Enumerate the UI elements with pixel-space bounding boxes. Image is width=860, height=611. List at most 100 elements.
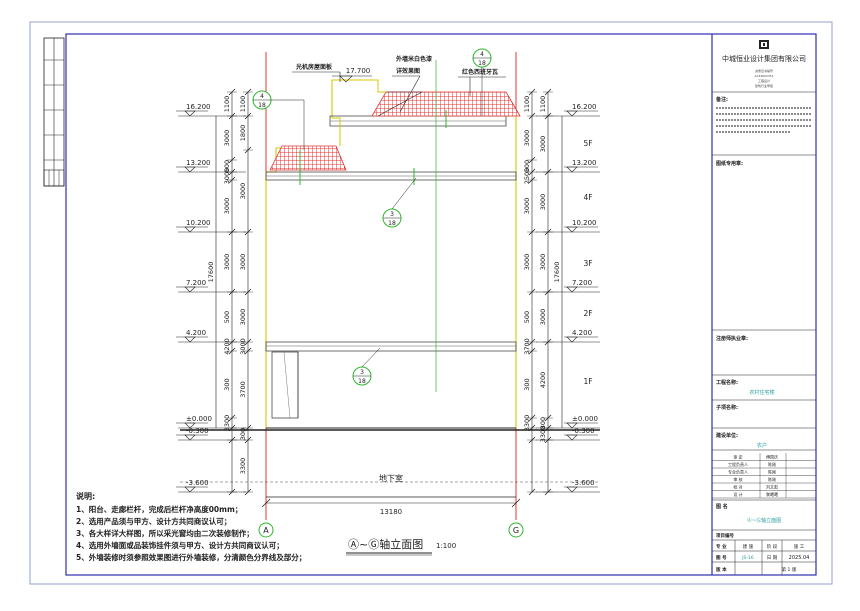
reg-stamp-label: 注册师执业章: <box>716 335 748 342</box>
elevation-marker: 10.200 <box>536 219 600 233</box>
dimension-value: 3000 <box>239 338 247 355</box>
signature-row: 工程负责人陈刚 <box>712 461 816 469</box>
callout-see-render: 详效果图 <box>396 67 420 75</box>
dimension-value: 300 <box>239 428 247 440</box>
callouts: 光机房屋面板 外墙米白色漆 详效果图 红色西班牙瓦 <box>292 55 506 113</box>
drawing-title: Ⓐ~Ⓖ轴立面图 1:100 <box>346 537 456 556</box>
callout-machine-roof: 光机房屋面板 <box>295 63 333 71</box>
detail-mark: 418 <box>472 48 492 68</box>
drawing-no-label: 图 号 <box>716 554 727 561</box>
elevation-marker: 16.200 <box>176 103 246 117</box>
rain-pipes <box>299 60 447 392</box>
subproject-label: 子项名称: <box>716 404 738 411</box>
date-label: 日 期 <box>767 555 778 561</box>
svg-text:工程设计: 工程设计 <box>758 78 770 83</box>
width-dimension: 13180 <box>261 498 521 516</box>
dimension-value: 3000 <box>239 254 247 271</box>
company-cert: 资质证书编号 A144002351 工程设计 建筑行业甲级 <box>754 68 773 88</box>
dimension-value: 3000 <box>223 254 231 271</box>
floor-label: 1F <box>583 377 592 386</box>
dimension-value: 3300 <box>223 415 231 432</box>
company-name: 中城恒业设计集团有限公司 <box>722 54 806 63</box>
prof-label: 专 业 <box>716 543 727 550</box>
stamp-label: 图纸专用章: <box>716 160 743 167</box>
ground-floor-door <box>271 351 299 419</box>
floor-label: 3F <box>583 259 592 268</box>
elevation-marker: 10.200 <box>176 219 246 233</box>
svg-text:18: 18 <box>388 220 396 227</box>
dimension-value: 3300 <box>539 426 547 443</box>
svg-text:资质证书编号: 资质证书编号 <box>755 68 773 73</box>
svg-text:4: 4 <box>260 93 264 100</box>
client-label: 建设单位: <box>715 432 738 439</box>
elevation-value: 4.200 <box>186 329 206 337</box>
dimension-value: 4200 <box>223 338 231 355</box>
inner-border <box>65 33 817 576</box>
dimension-value: 3300 <box>239 458 247 475</box>
svg-text:审 定: 审 定 <box>733 454 742 460</box>
roof-machine-room <box>332 79 386 93</box>
elevation-value: ±0.000 <box>186 415 212 423</box>
signature-table: 审 定傅国庆工程负责人陈刚专业负责人陈刚审 核陈刚校 对刘文彪设 计黎曦曦 <box>712 453 816 499</box>
phase-label: 阶 段 <box>767 543 778 550</box>
svg-text:刘文彪: 刘文彪 <box>766 484 778 490</box>
phase-value: 施 工 <box>794 543 805 550</box>
drawing-name-value: Ⓐ~Ⓖ轴立面图 <box>747 517 781 524</box>
dimension-value: 3000 <box>523 198 531 215</box>
elevation-markers-right: 16.20013.20010.2007.2004.200±0.000-0.300… <box>536 103 600 493</box>
date-value: 2025.04 <box>789 555 810 561</box>
dimension-value: 3000 <box>223 198 231 215</box>
dimension-value: 300 <box>539 417 547 429</box>
drawing-no-value: JS-16 <box>741 555 754 561</box>
elevation-value: -0.300 <box>186 427 209 435</box>
elevation-value: 10.200 <box>186 219 211 227</box>
elevation-value: ±0.000 <box>572 415 598 423</box>
svg-text:校 对: 校 对 <box>733 484 742 490</box>
signature-row: 设 计黎曦曦 <box>712 491 816 499</box>
dimension-value: 3700 <box>239 381 247 398</box>
elevation-marker: 4.200 <box>176 329 246 343</box>
elevation-marker: 13.200 <box>176 159 246 173</box>
dimension-total: 17600 <box>553 262 561 283</box>
elevation-value: 10.200 <box>572 219 597 227</box>
dimension-chain-left: 1100300050030003000300050042003003300110… <box>207 88 253 496</box>
dimension-value: 3000 <box>239 309 247 326</box>
svg-text:5、外墙装修时须参照效果图进行外墙装修，分清颜色分界线及部分: 5、外墙装修时须参照效果图进行外墙装修，分清颜色分界线及部分； <box>76 552 306 563</box>
dimension-chain-right: 1100300050025003000300050037003003300110… <box>523 88 563 496</box>
dimension-value: 3000 <box>239 183 247 200</box>
svg-text:陈刚: 陈刚 <box>768 461 776 467</box>
svg-text:陈刚: 陈刚 <box>768 476 776 482</box>
dimension-value: 3000 <box>539 254 547 271</box>
dimension-value: 300 <box>223 378 231 390</box>
detail-mark: 318 <box>352 366 372 386</box>
elevation-value: 7.200 <box>186 279 206 287</box>
svg-text:说明:: 说明: <box>76 491 95 501</box>
svg-text:3: 3 <box>390 211 394 218</box>
dimension-value: 3300 <box>523 415 531 432</box>
floor-label: 4F <box>583 193 592 202</box>
svg-text:13180: 13180 <box>380 508 402 516</box>
svg-text:4: 4 <box>480 51 484 58</box>
elevation-marker: 13.200 <box>536 159 600 173</box>
drawing-name-label: 图 名 <box>716 503 728 510</box>
outer-border <box>29 21 833 585</box>
svg-text:18: 18 <box>478 60 486 67</box>
prof-value: 建 施 <box>743 543 754 550</box>
roof-level-marker: 17.700 <box>332 67 372 83</box>
notes-label: 备注: <box>715 96 728 103</box>
dimension-value: 300 <box>523 378 531 390</box>
signature-row: 校 对 刘文彪 <box>712 484 816 491</box>
elevation-value: 13.200 <box>186 159 211 167</box>
notes-fine-print <box>716 107 812 133</box>
svg-text:G: G <box>513 526 519 535</box>
basement-label: 地下室 <box>379 473 403 483</box>
dimension-value: 1100 <box>539 96 547 113</box>
signature-row: 审 定 傅国庆 <box>712 454 816 461</box>
dimension-value: 1100 <box>239 96 247 113</box>
elevation-marker: 7.200 <box>536 279 600 293</box>
svg-text:傅国庆: 傅国庆 <box>766 454 778 460</box>
signature-row: 专业负责人陈刚 <box>712 469 816 476</box>
elevation-marker: -0.300 <box>176 427 246 441</box>
svg-text:A: A <box>263 526 269 535</box>
